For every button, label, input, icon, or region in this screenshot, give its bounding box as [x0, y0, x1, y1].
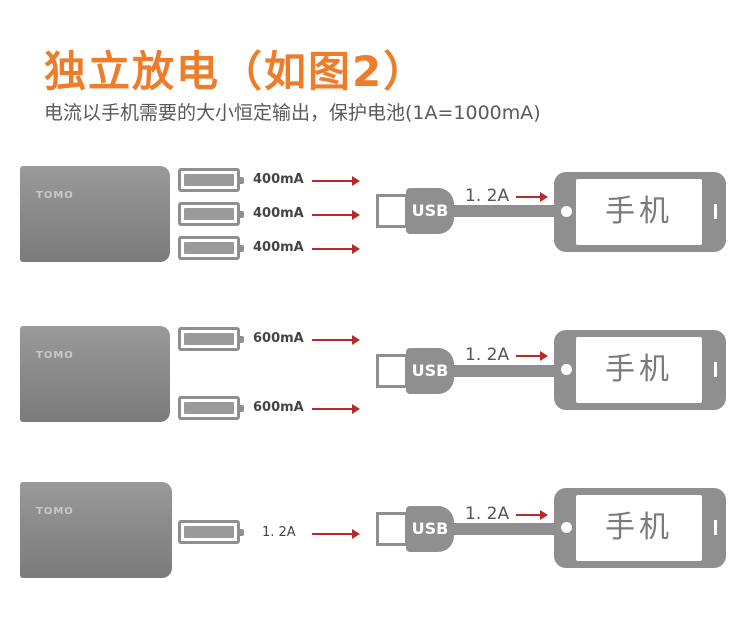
cable-icon	[452, 365, 560, 377]
battery-icon	[178, 202, 244, 226]
charger-device: TOMO	[20, 166, 170, 262]
charger-device: TOMO	[20, 326, 170, 422]
battery-icon	[178, 520, 244, 544]
usb-plug-icon	[376, 354, 408, 388]
output-current-label: 1. 2A	[465, 345, 510, 365]
phone-icon: 手机	[554, 172, 726, 252]
discharge-row-3: TOMO 1. 2A USB 1. 2A 手机	[0, 470, 750, 590]
discharge-row-2: TOMO 600mA 600mA USB 1. 2A 手机	[0, 310, 750, 430]
page-subtitle: 电流以手机需要的大小恒定输出，保护电池(1A=1000mA)	[44, 102, 541, 124]
channel-current-label: 600mA	[253, 400, 304, 415]
phone-label: 手机	[576, 179, 702, 245]
arrow-icon	[312, 404, 360, 414]
arrow-icon	[312, 176, 360, 186]
channel-current-label: 600mA	[253, 331, 304, 346]
channel-current-label: 400mA	[253, 172, 304, 187]
battery-icon	[178, 327, 244, 351]
channel-current-label: 400mA	[253, 206, 304, 221]
arrow-icon	[312, 335, 360, 345]
device-brand: TOMO	[36, 190, 74, 201]
usb-plug-icon	[376, 194, 408, 228]
cable-icon	[452, 205, 560, 217]
cable-icon	[452, 523, 560, 535]
channel-current-label: 1. 2A	[262, 525, 296, 540]
phone-label: 手机	[576, 495, 702, 561]
battery-icon	[178, 236, 244, 260]
page-title: 独立放电（如图2）	[44, 47, 428, 96]
phone-icon: 手机	[554, 488, 726, 568]
output-current-label: 1. 2A	[465, 186, 510, 206]
charger-device: TOMO	[20, 482, 172, 578]
battery-icon	[178, 396, 244, 420]
arrow-icon	[516, 351, 548, 361]
device-brand: TOMO	[36, 350, 74, 361]
arrow-icon	[516, 192, 548, 202]
arrow-icon	[516, 510, 548, 520]
phone-label: 手机	[576, 337, 702, 403]
channel-current-label: 400mA	[253, 240, 304, 255]
usb-connector-label: USB	[406, 506, 454, 552]
battery-icon	[178, 168, 244, 192]
phone-icon: 手机	[554, 330, 726, 410]
usb-connector-label: USB	[406, 348, 454, 394]
device-brand: TOMO	[36, 506, 74, 517]
arrow-icon	[312, 529, 360, 539]
arrow-icon	[312, 210, 360, 220]
output-current-label: 1. 2A	[465, 504, 510, 524]
discharge-row-1: TOMO 400mA 400mA 400mA USB 1. 2A 手机	[0, 150, 750, 270]
usb-plug-icon	[376, 512, 408, 546]
usb-connector-label: USB	[406, 188, 454, 234]
arrow-icon	[312, 244, 360, 254]
